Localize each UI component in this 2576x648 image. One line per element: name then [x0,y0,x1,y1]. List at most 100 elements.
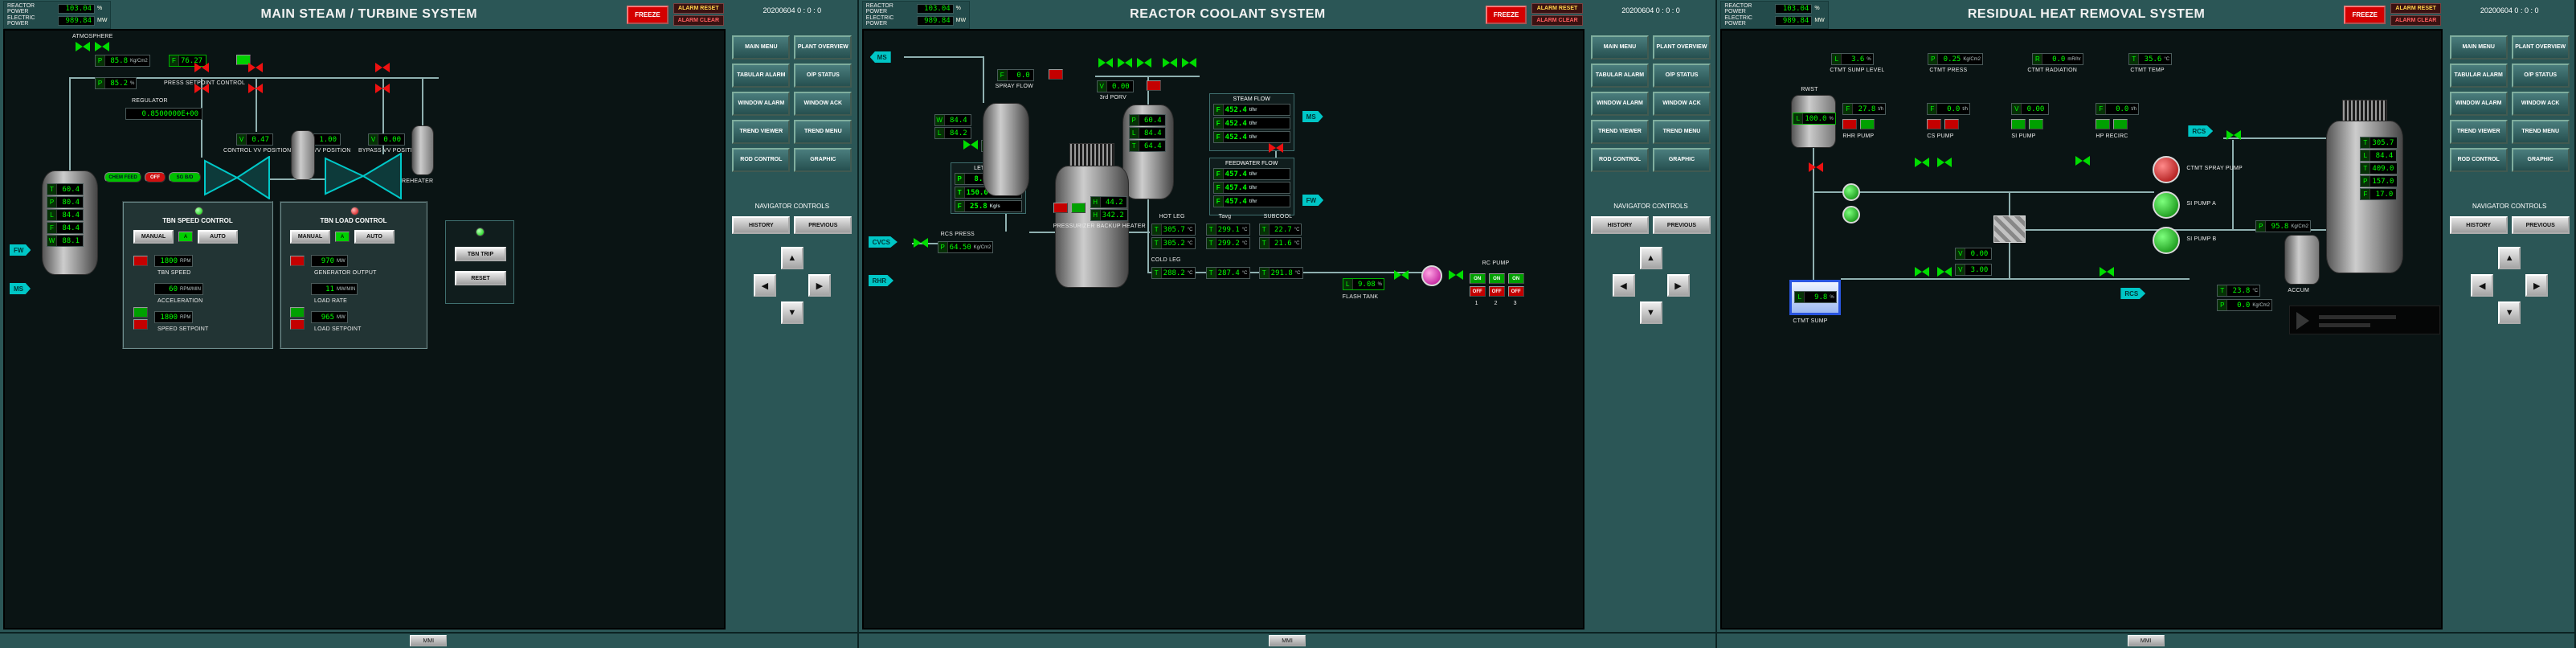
arrow-left-icon[interactable]: ◀ [1612,274,1635,297]
pump-stop-button[interactable] [1842,119,1858,129]
sidebar-button-trend-menu[interactable]: TREND MENU [1653,120,1711,144]
rc-pump-icon[interactable] [1421,265,1442,286]
porv-button[interactable] [1146,80,1161,91]
sidebar-button-graphic[interactable]: GRAPHIC [2511,148,2570,172]
valve-icon[interactable] [95,42,109,51]
previous-button[interactable]: PREVIOUS [794,216,853,234]
rhr-pump-icon[interactable] [1842,183,1861,201]
sidebar-button-tabular-alarm[interactable]: TABULAR ALARM [732,64,791,88]
pump-start-button[interactable] [2113,119,2128,129]
ctmt-spray-pump-icon[interactable] [2153,156,2181,183]
safety-valve-icon[interactable] [1181,58,1196,68]
lower-button[interactable] [290,256,305,266]
pump-start-button[interactable] [2096,119,2111,129]
rhr-pump-icon[interactable] [1842,206,1861,224]
history-button[interactable]: HISTORY [2449,216,2508,234]
history-button[interactable]: HISTORY [1591,216,1649,234]
rcp-off-button[interactable]: OFF [1488,286,1505,297]
porv-valve-icon[interactable] [1117,58,1132,68]
spray-off-button[interactable] [1048,69,1063,80]
lower-button[interactable] [133,319,148,330]
sidebar-button-window-alarm[interactable]: WINDOW ALARM [1591,92,1649,116]
arrow-left-icon[interactable]: ◀ [2471,274,2494,297]
sidebar-button-window-alarm[interactable]: WINDOW ALARM [2449,92,2508,116]
sidebar-button-window-ack[interactable]: WINDOW ACK [794,92,853,116]
sidebar-button-trend-viewer[interactable]: TREND VIEWER [2449,120,2508,144]
alarm-reset-button[interactable]: ALARM RESET [1531,3,1583,14]
alarm-clear-button[interactable]: ALARM CLEAR [2390,15,2442,26]
sidebar-button-op-status[interactable]: O/P STATUS [794,64,853,88]
arrow-up-icon[interactable]: ▲ [780,247,803,269]
sidebar-button-op-status[interactable]: O/P STATUS [2511,64,2570,88]
arrow-right-icon[interactable]: ▶ [1666,274,1690,297]
lower-button[interactable] [133,256,148,266]
sidebar-button-main-menu[interactable]: MAIN MENU [2449,35,2508,59]
pump-start-button[interactable] [1860,119,1875,129]
heater-on-button[interactable] [1070,203,1086,213]
mmi-button[interactable]: MMI [2127,635,2165,646]
arrow-down-icon[interactable]: ▼ [780,301,803,324]
valve-icon[interactable] [1937,267,1952,277]
arrow-down-icon[interactable]: ▼ [2498,301,2521,324]
mmi-button[interactable]: MMI [1269,635,1306,646]
rcp-off-button[interactable]: OFF [1507,286,1524,297]
pump-start-button[interactable] [2011,119,2026,129]
lower-button[interactable] [290,319,305,330]
sidebar-button-window-alarm[interactable]: WINDOW ALARM [732,92,791,116]
arrow-right-icon[interactable]: ▶ [808,274,831,297]
valve-icon[interactable] [2226,130,2242,140]
sidebar-button-trend-menu[interactable]: TREND MENU [2511,120,2570,144]
freeze-button[interactable]: FREEZE [627,5,669,24]
sidebar-button-rod-control[interactable]: ROD CONTROL [732,148,791,172]
sidebar-button-trend-menu[interactable]: TREND MENU [794,120,853,144]
sidebar-button-trend-viewer[interactable]: TREND VIEWER [732,120,791,144]
valve-icon[interactable] [248,63,263,72]
safety-valve-icon[interactable] [1162,58,1177,68]
arrow-down-icon[interactable]: ▼ [1639,301,1662,324]
pump-start-button[interactable] [2029,119,2044,129]
valve-icon[interactable] [913,238,928,248]
auto-lamp-button[interactable]: A [178,232,193,242]
alarm-clear-button[interactable]: ALARM CLEAR [673,15,724,26]
mmi-button[interactable]: MMI [410,635,448,646]
sidebar-button-rod-control[interactable]: ROD CONTROL [1591,148,1649,172]
freeze-button[interactable]: FREEZE [1485,5,1527,24]
rcp-on-button[interactable]: ON [1488,273,1505,284]
sidebar-button-window-ack[interactable]: WINDOW ACK [2511,92,2570,116]
history-button[interactable]: HISTORY [732,216,791,234]
sidebar-button-plant-overview[interactable]: PLANT OVERVIEW [2511,35,2570,59]
valve-icon[interactable] [248,84,263,93]
sidebar-button-graphic[interactable]: GRAPHIC [1653,148,1711,172]
alarm-reset-button[interactable]: ALARM RESET [2390,3,2442,14]
pump-stop-button[interactable] [1927,119,1942,129]
valve-icon[interactable] [2075,156,2091,166]
arrow-right-icon[interactable]: ▶ [2525,274,2549,297]
sidebar-button-op-status[interactable]: O/P STATUS [1653,64,1711,88]
previous-button[interactable]: PREVIOUS [1653,216,1711,234]
porv-valve-icon[interactable] [1136,58,1151,68]
valve-icon[interactable] [1915,267,1930,277]
valve-icon[interactable] [963,140,978,150]
valve-icon[interactable] [1393,270,1409,280]
sg-blowdown-button[interactable]: SG B/D [169,172,201,183]
rcp-on-button[interactable]: ON [1469,273,1486,284]
arrow-up-icon[interactable]: ▲ [1639,247,1662,269]
valve-icon[interactable] [375,84,390,93]
raise-button[interactable] [290,307,305,318]
auto-button[interactable]: AUTO [198,230,238,244]
sidebar-button-rod-control[interactable]: ROD CONTROL [2449,148,2508,172]
freeze-button[interactable]: FREEZE [2344,5,2386,24]
reset-button[interactable]: RESET [455,271,506,285]
alarm-reset-button[interactable]: ALARM RESET [673,3,724,14]
sidebar-button-plant-overview[interactable]: PLANT OVERVIEW [794,35,853,59]
arrow-up-icon[interactable]: ▲ [2498,247,2521,269]
auto-lamp-button[interactable]: A [335,232,350,242]
valve-icon[interactable] [1268,143,1283,153]
pump-stop-button[interactable] [1944,119,1960,129]
sidebar-button-main-menu[interactable]: MAIN MENU [732,35,791,59]
tbn-trip-button[interactable]: TBN TRIP [455,247,506,261]
valve-icon[interactable] [76,42,90,51]
raise-button[interactable] [133,307,148,318]
alarm-clear-button[interactable]: ALARM CLEAR [1531,15,1583,26]
valve-icon[interactable] [194,84,209,93]
